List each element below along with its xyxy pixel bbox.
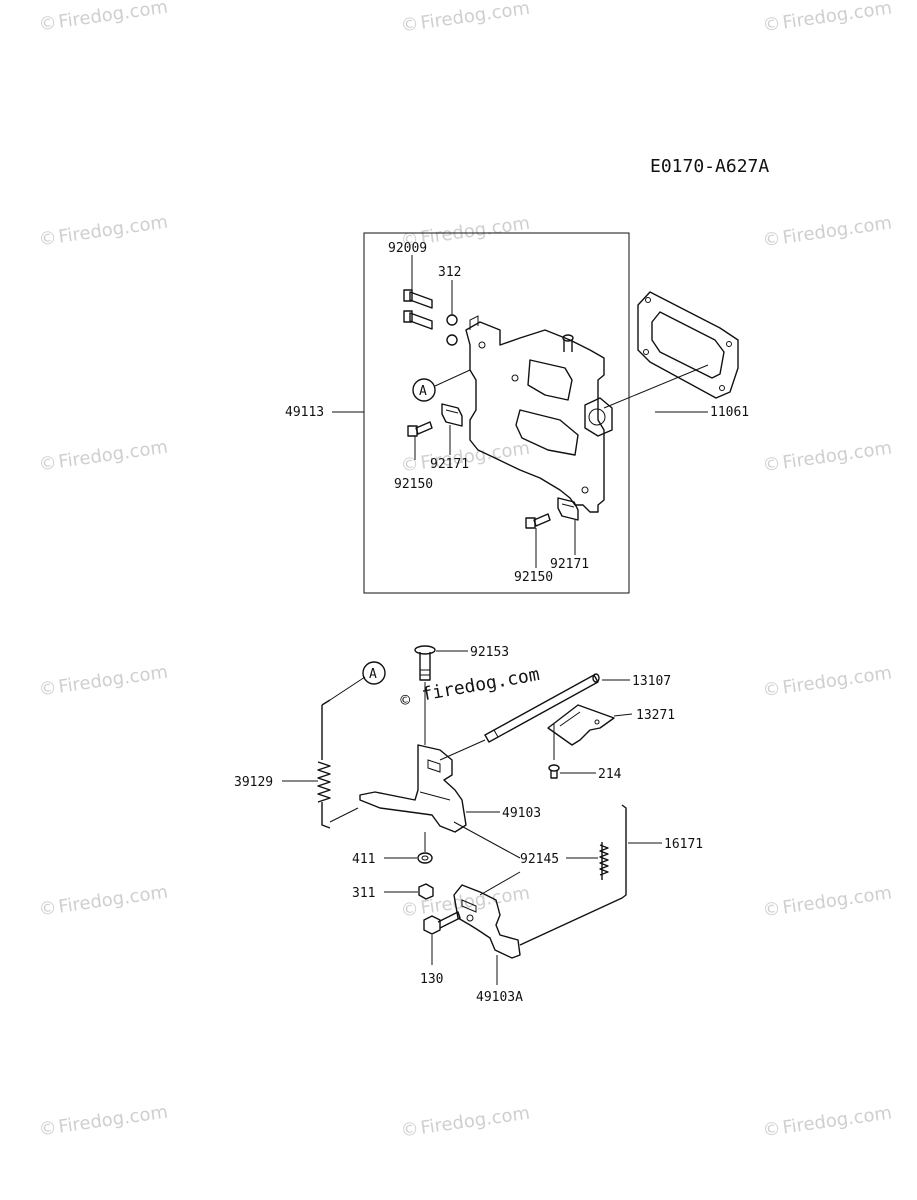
- watermark-text: Firedog.com: [781, 0, 893, 34]
- watermark-text: Firedog.com: [781, 882, 893, 918]
- watermark-copyright: ©: [761, 228, 782, 251]
- label-16171: 16171: [664, 837, 703, 852]
- label-49103: 49103: [502, 806, 541, 821]
- clip-92171-bottom: [557, 497, 579, 521]
- watermark-copyright: ©: [399, 453, 420, 476]
- watermark-copyright: ©: [37, 227, 58, 250]
- watermark-text: Firedog.com: [57, 662, 169, 698]
- watermark-text: Firedog.com: [781, 212, 893, 248]
- watermark-copyright: ©: [37, 12, 58, 35]
- label-92171-bottom: 92171: [550, 557, 589, 572]
- spring-39129: [282, 676, 366, 829]
- label-92145: 92145: [520, 852, 559, 867]
- watermark-copyright: ©: [761, 13, 782, 36]
- watermark-copyright: ©: [761, 453, 782, 476]
- watermark-text: Firedog.com: [419, 0, 531, 34]
- label-39129: 39129: [234, 775, 273, 790]
- clip-92171-top: [441, 403, 463, 427]
- watermark-text: Firedog.com: [57, 437, 169, 473]
- label-130: 130: [420, 972, 443, 987]
- watermark-text: Firedog.com: [419, 1103, 531, 1139]
- watermark-text: Firedog.com: [57, 0, 169, 33]
- label-49103A: 49103A: [476, 990, 523, 1005]
- watermark-text: Firedog.com: [419, 213, 531, 249]
- watermark-copyright: ©: [761, 1118, 782, 1141]
- watermark-text: Firedog.com: [57, 1102, 169, 1138]
- watermark-copyright: ©: [399, 898, 420, 921]
- label-13107: 13107: [632, 674, 671, 689]
- watermark-text: Firedog.com: [781, 662, 893, 698]
- watermark-copyright: ©: [37, 897, 58, 920]
- label-411: 411: [352, 852, 375, 867]
- spring-92145: [453, 821, 609, 896]
- bracket-plate-49113: [465, 315, 613, 513]
- watermark-text: Firedog.com: [57, 882, 169, 918]
- label-49113: 49113: [285, 405, 324, 420]
- label-92009: 92009: [388, 241, 427, 256]
- rod-16171: [519, 804, 662, 946]
- lever-49103: [359, 744, 500, 833]
- watermark-copyright: ©: [399, 13, 420, 36]
- callout-a-bottom-text: A: [369, 667, 377, 682]
- watermark-copyright: ©: [761, 898, 782, 921]
- label-92150-top: 92150: [394, 477, 433, 492]
- watermark-text: Firedog.com: [781, 437, 893, 473]
- callout-a-bottom: A: [362, 661, 386, 685]
- watermark-copyright: ©: [761, 678, 782, 701]
- watermark-text: Firedog.com: [419, 883, 531, 919]
- screw-214: [548, 764, 596, 779]
- watermark-text: Firedog.com: [781, 1102, 893, 1138]
- bolt-92150-bottom: [525, 513, 551, 529]
- watermark-copyright: ©: [399, 1118, 420, 1141]
- bolt-92150-top: [407, 421, 433, 437]
- label-13271: 13271: [636, 708, 675, 723]
- pin-92153: [414, 645, 468, 681]
- gasket-11061: [637, 291, 739, 399]
- label-11061: 11061: [710, 405, 749, 420]
- watermark-text: Firedog.com: [57, 212, 169, 248]
- watermark-copyright: ©: [37, 1117, 58, 1140]
- washer-411: [384, 832, 433, 864]
- label-311: 311: [352, 886, 375, 901]
- nut-311: [384, 883, 434, 900]
- plate-13271: [547, 704, 633, 760]
- center-watermark-text: firedog.com: [420, 664, 541, 705]
- label-92171-top: 92171: [430, 457, 469, 472]
- assembly-frame: [363, 232, 630, 594]
- label-214: 214: [598, 767, 622, 782]
- shaft-13107: [439, 673, 630, 761]
- watermark-copyright: ©: [37, 452, 58, 475]
- callout-a-top-text: A: [419, 384, 427, 399]
- bolt-92009: [403, 289, 433, 330]
- center-watermark-copyright: ©: [399, 690, 412, 710]
- nut-312: [446, 314, 458, 346]
- label-92153: 92153: [470, 645, 509, 660]
- label-312: 312: [438, 265, 461, 280]
- callout-a-top: A: [412, 369, 471, 402]
- label-92150-bottom: 92150: [514, 570, 553, 585]
- watermark-copyright: ©: [399, 228, 420, 251]
- bolt-130: [423, 911, 461, 965]
- diagram-code: E0170-A627A: [650, 156, 769, 177]
- watermark-copyright: ©: [37, 677, 58, 700]
- lever-49103A: [453, 884, 521, 985]
